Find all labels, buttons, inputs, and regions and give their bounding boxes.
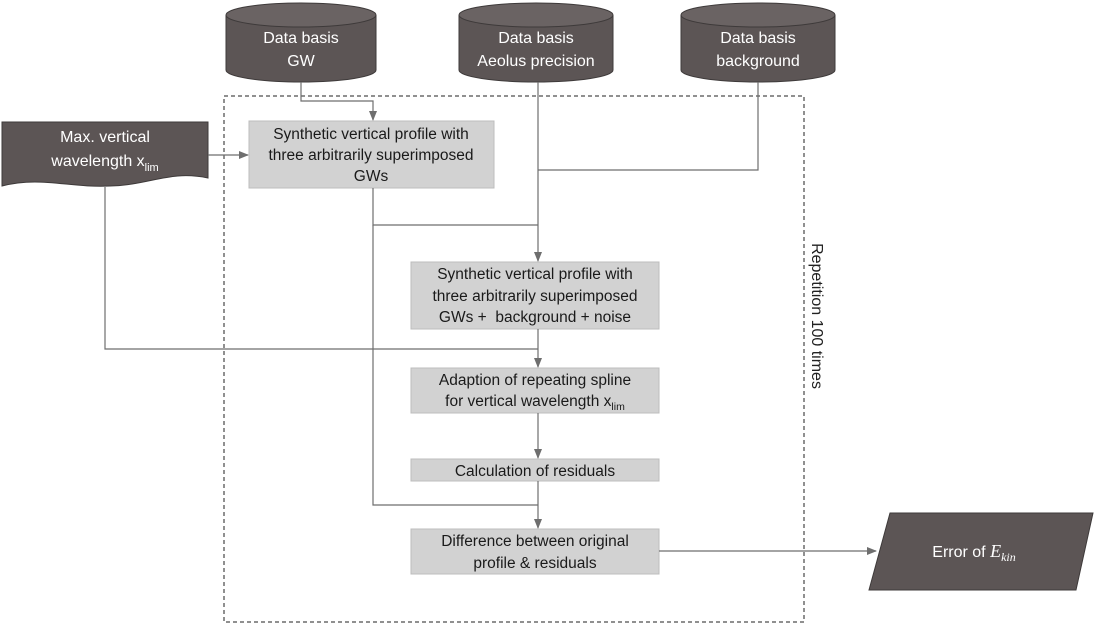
output-label: Error of Ekin	[932, 541, 1015, 564]
database-gw-name: GW	[287, 53, 315, 70]
step-calculation-residuals: Calculation of residuals	[410, 458, 660, 482]
database-background-name: background	[716, 53, 800, 70]
svg-text:for vertical wavelength xlim: for vertical wavelength xlim	[445, 393, 625, 413]
step-difference: Difference between original profile & re…	[410, 528, 660, 575]
svg-text:Calculation of residuals: Calculation of residuals	[455, 463, 616, 480]
database-background: Data basis background	[680, 2, 836, 83]
svg-text:three arbitrarily superimposed: three arbitrarily superimposed	[268, 147, 473, 164]
line-background-join	[538, 82, 759, 171]
step-synthetic-profile: Synthetic vertical profile with three ar…	[248, 120, 495, 189]
line-synthetic-join	[372, 188, 538, 226]
database-background-title: Data basis	[720, 30, 796, 47]
input-line2: wavelength xlim	[50, 153, 158, 174]
database-aeolus-title: Data basis	[498, 30, 574, 47]
database-aeolus-name: Aeolus precision	[477, 53, 594, 70]
svg-text:Synthetic vertical profile wit: Synthetic vertical profile with	[273, 126, 469, 143]
input-line1: Max. vertical	[60, 129, 150, 146]
input-max-wavelength: Max. vertical wavelength xlim	[1, 121, 209, 187]
svg-text:Adaption of repeating spline: Adaption of repeating spline	[439, 372, 631, 389]
connectors	[104, 82, 877, 555]
database-gw-title: Data basis	[263, 30, 339, 47]
svg-text:three arbitrarily superimposed: three arbitrarily superimposed	[432, 288, 637, 305]
database-aeolus: Data basis Aeolus precision	[458, 2, 614, 83]
svg-text:GWs: GWs	[354, 168, 389, 185]
svg-text:GWs + background + noise: GWs + background + noise	[439, 309, 631, 326]
step-synthetic-profile-noise: Synthetic vertical profile with three ar…	[410, 261, 660, 330]
database-gw: Data basis GW	[225, 2, 377, 83]
arrow-gw-to-synthetic	[300, 82, 377, 121]
step-adaption-spline: Adaption of repeating spline for vertica…	[410, 367, 660, 414]
line-synthetic-to-difference	[372, 225, 538, 506]
output-error-ekin: Error of Ekin	[868, 512, 1094, 591]
repetition-label: Repetition 100 times	[808, 243, 825, 389]
svg-text:profile & residuals: profile & residuals	[473, 555, 596, 572]
repetition-frame	[223, 95, 805, 623]
svg-text:Synthetic vertical profile wit: Synthetic vertical profile with	[437, 266, 633, 283]
line-input-to-adaption	[104, 187, 538, 350]
svg-text:Difference between original: Difference between original	[441, 533, 629, 550]
